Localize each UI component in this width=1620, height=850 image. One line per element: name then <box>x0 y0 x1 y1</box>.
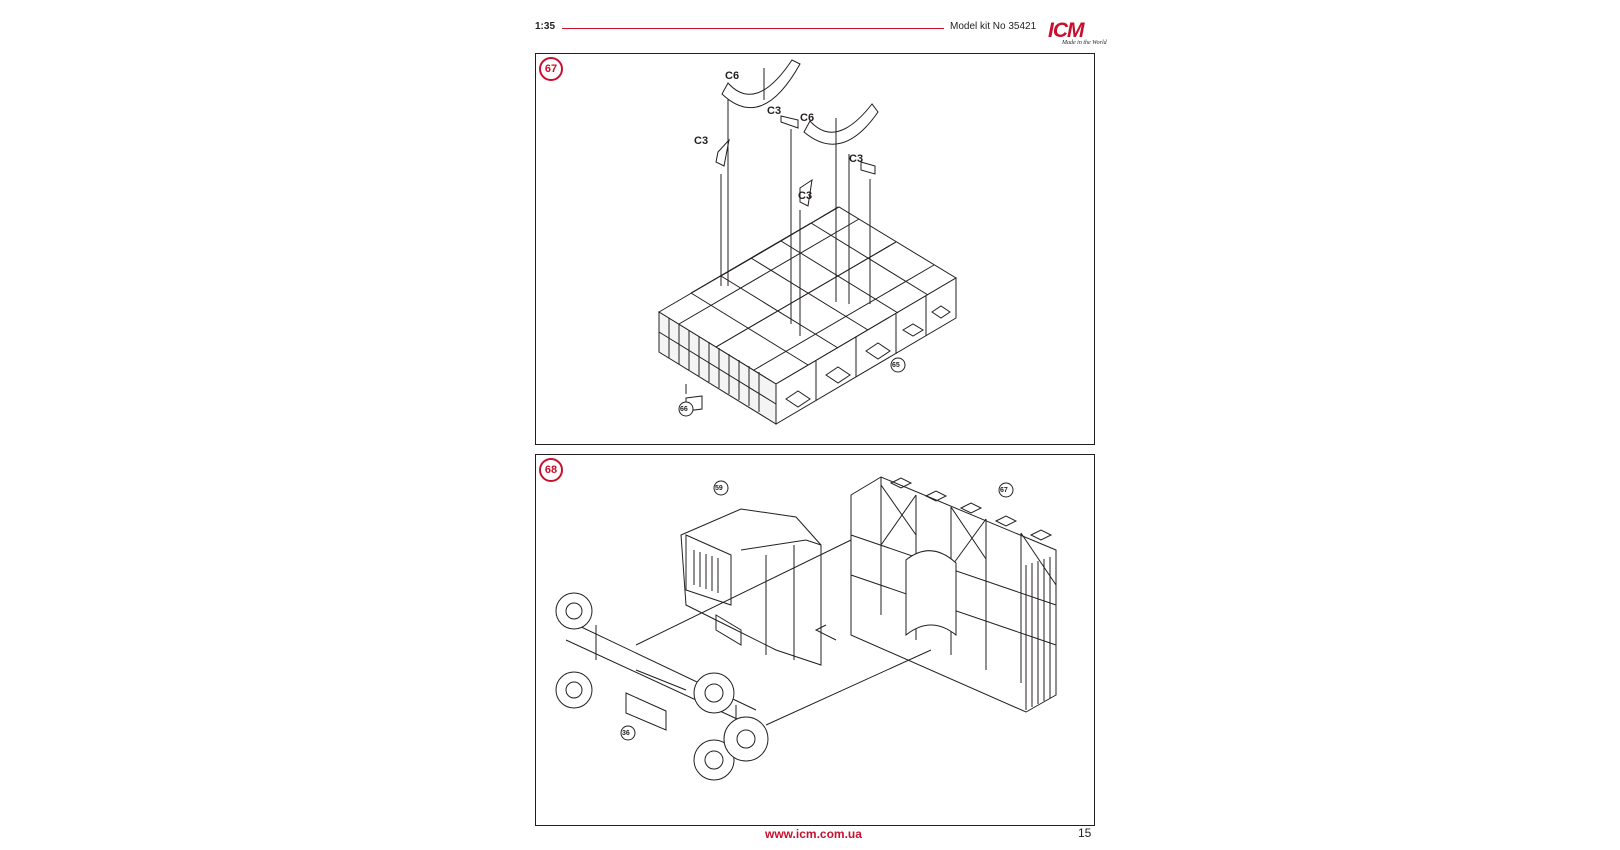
part-label: C3 <box>849 153 863 165</box>
guide-lines <box>635 539 932 726</box>
scale-label: 1:35 <box>535 21 556 32</box>
assembly-arrows <box>685 68 871 394</box>
part-label: C3 <box>767 105 781 117</box>
cab-drawing <box>680 508 822 666</box>
part-label: C6 <box>725 70 739 82</box>
ref-label: 59 <box>715 485 723 492</box>
part-label: C3 <box>694 135 708 147</box>
kit-number: Model kit No 35421 <box>950 21 1037 32</box>
step-number: 67 <box>539 57 563 81</box>
step-68-panel: 68 <box>535 454 1095 826</box>
page-number: 15 <box>1078 826 1092 840</box>
step-67-panel: 67 <box>535 53 1095 445</box>
header-divider <box>562 28 944 29</box>
ref-label: 67 <box>1000 487 1008 494</box>
step-67-illustration: C6 C3 C3 C6 C3 C3 65 66 <box>658 59 957 425</box>
logo-brand: ICM <box>1048 19 1084 42</box>
chassis-drawing <box>555 592 769 781</box>
ref-label: 65 <box>892 362 900 369</box>
body-drawing <box>850 476 1057 713</box>
website-link[interactable]: www.icm.com.ua <box>765 827 862 841</box>
step-number: 68 <box>539 458 563 482</box>
parts-drawing <box>685 59 879 412</box>
ref-label: 36 <box>622 730 630 737</box>
ref-label: 66 <box>680 406 688 413</box>
cargo-body-drawing <box>658 206 957 425</box>
step-68-illustration: 59 67 36 <box>555 476 1057 781</box>
part-label: C6 <box>800 112 814 124</box>
icm-logo: ICM Made in the World <box>1048 19 1107 49</box>
logo-tagline: Made in the World <box>1062 40 1107 46</box>
part-label: C3 <box>798 190 812 202</box>
